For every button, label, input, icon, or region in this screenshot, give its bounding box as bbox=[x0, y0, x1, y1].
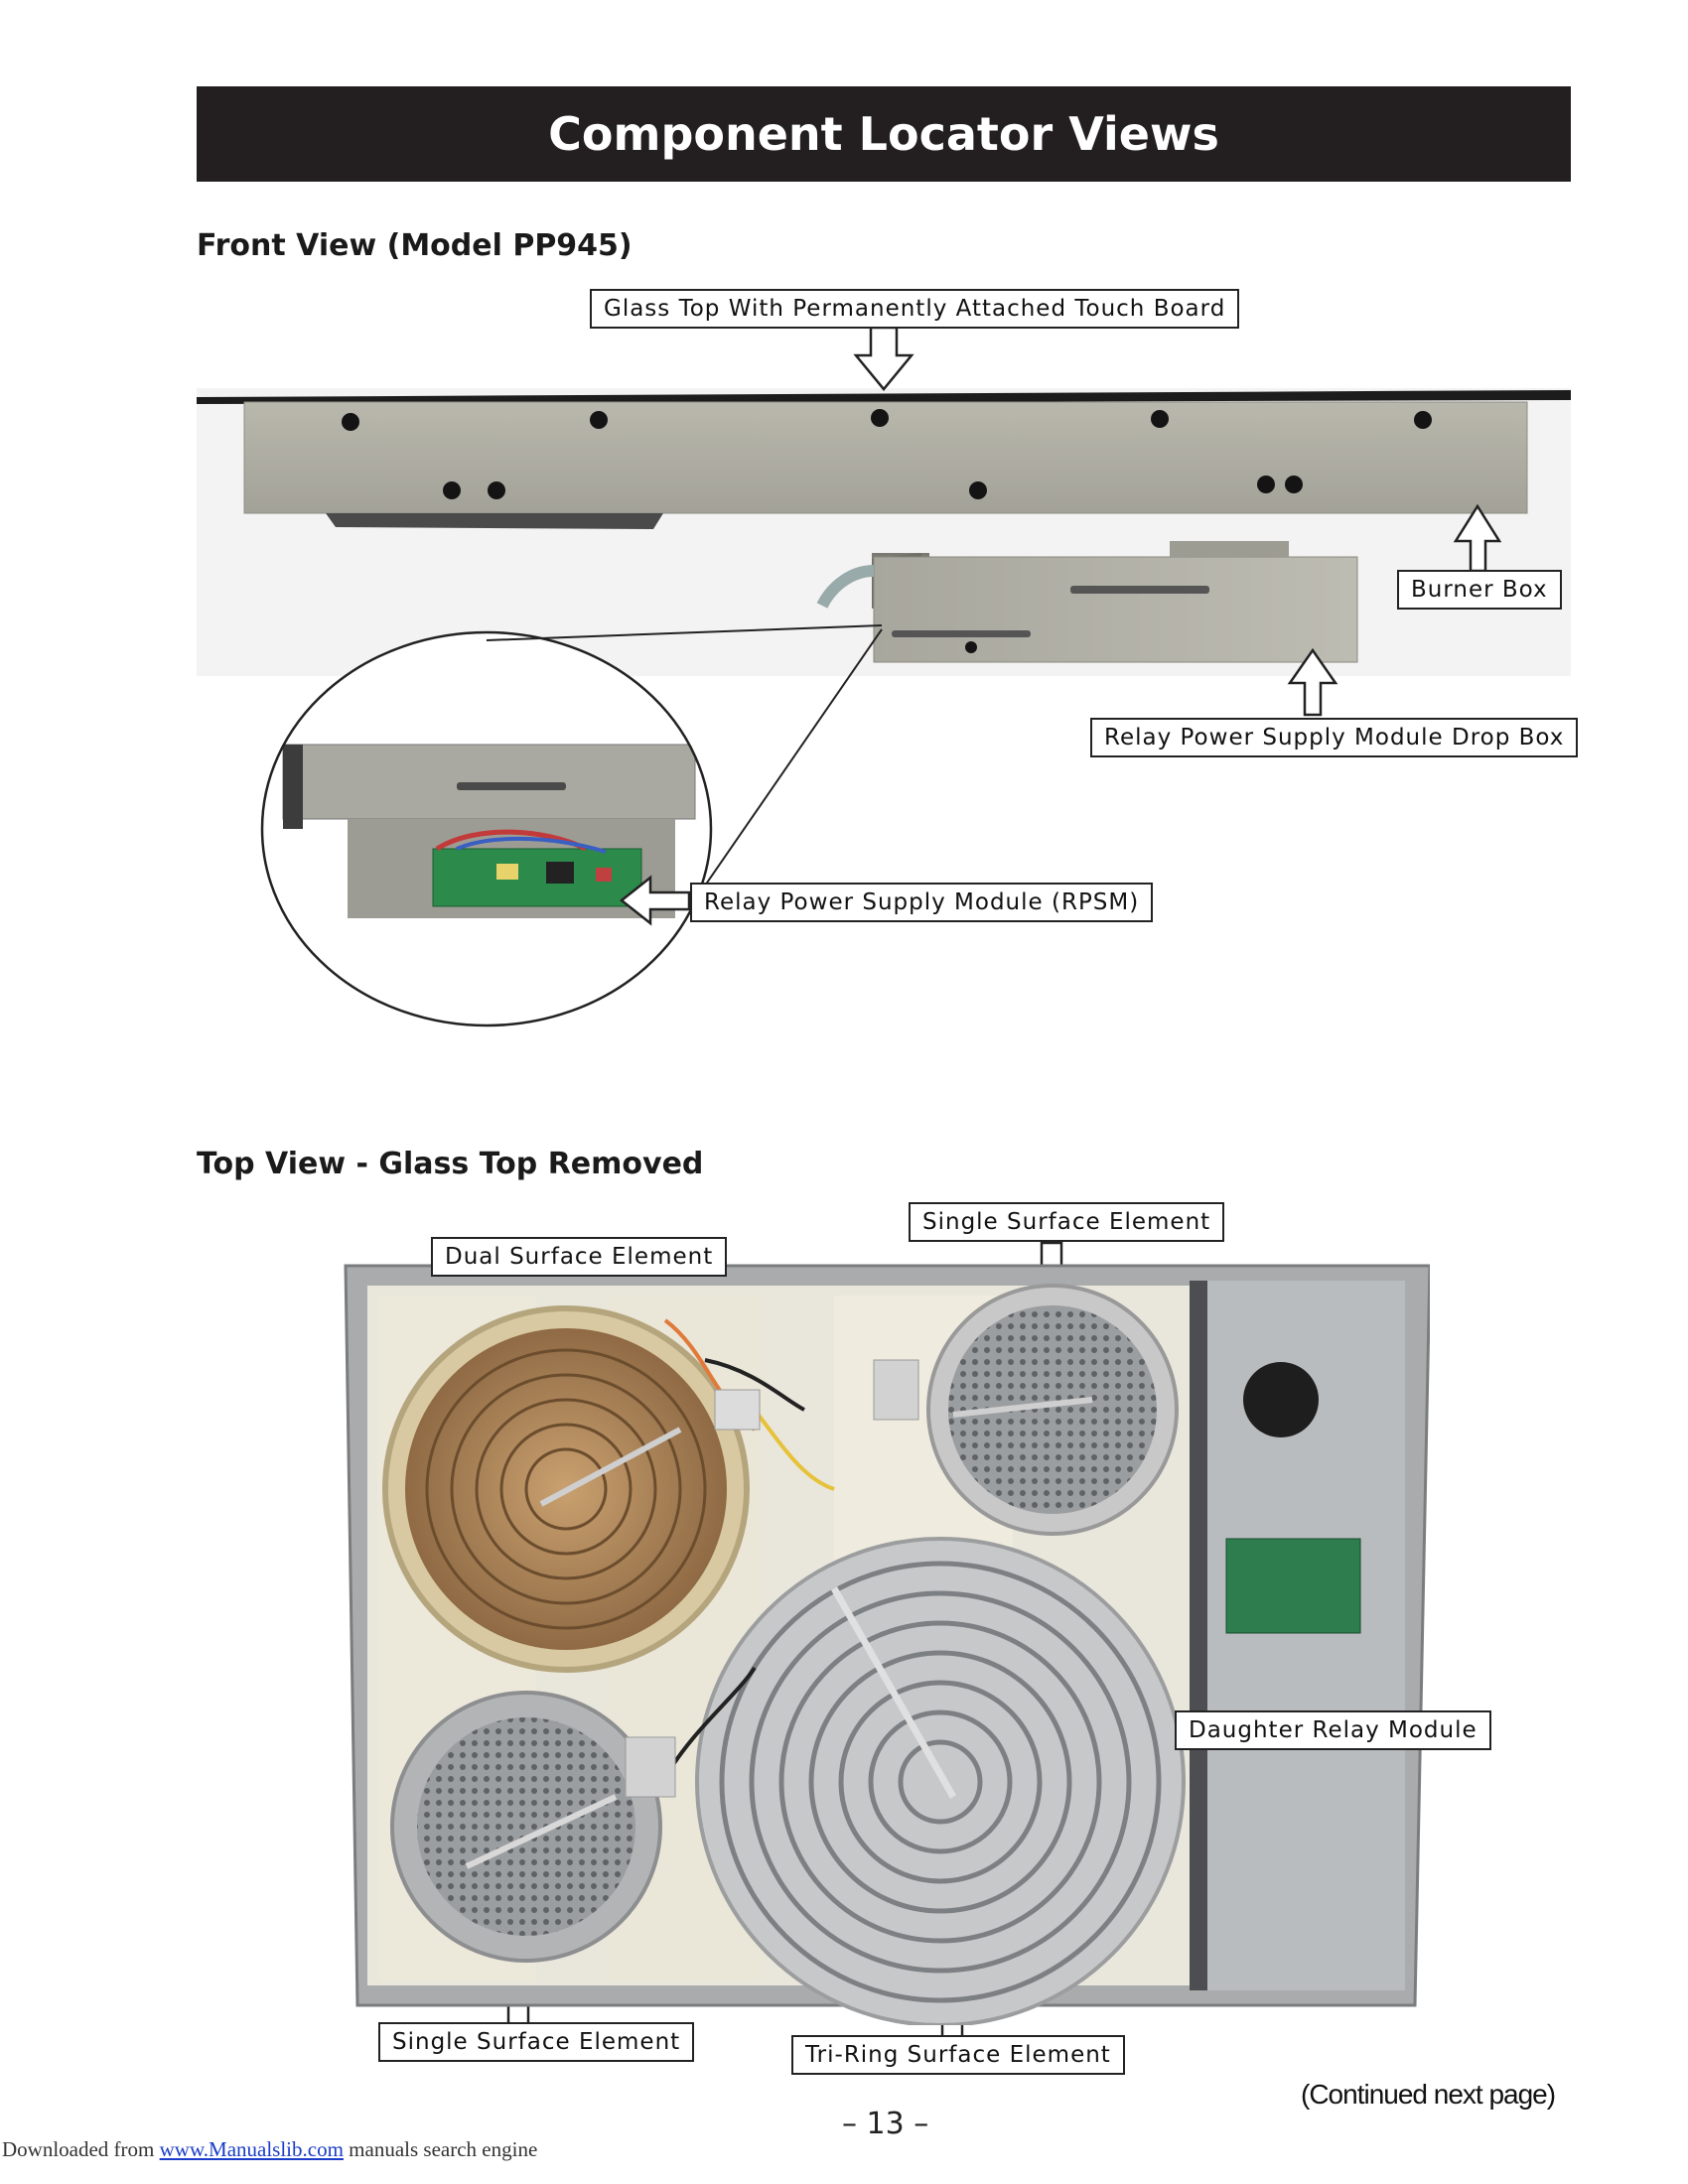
manualslib-link[interactable]: www.Manualslib.com bbox=[159, 2137, 344, 2161]
page-number: – 13 – bbox=[842, 2107, 929, 2141]
callout-single-surface-top: Single Surface Element bbox=[909, 1202, 1225, 1242]
top-view-photo bbox=[344, 1264, 1430, 2025]
footer-prefix: Downloaded from bbox=[2, 2137, 160, 2161]
continued-note: (Continued next page) bbox=[1301, 2079, 1556, 2110]
callout-tri-ring: Tri-Ring Surface Element bbox=[791, 2035, 1125, 2075]
page-header-banner: Component Locator Views bbox=[197, 86, 1571, 182]
callout-glass-top: Glass Top With Permanently Attached Touc… bbox=[590, 289, 1240, 329]
front-view-title: Front View (Model PP945) bbox=[197, 228, 633, 263]
callout-dual-surface: Dual Surface Element bbox=[431, 1237, 728, 1277]
page-header-title: Component Locator Views bbox=[548, 107, 1219, 161]
callout-drop-box: Relay Power Supply Module Drop Box bbox=[1090, 718, 1579, 757]
download-footer: Downloaded from www.Manualslib.com manua… bbox=[2, 2137, 537, 2162]
rpsm-inset-circle bbox=[260, 630, 713, 1027]
callout-daughter-relay: Daughter Relay Module bbox=[1175, 1710, 1491, 1750]
callout-single-surface-bottom: Single Surface Element bbox=[378, 2022, 695, 2062]
top-view-title: Top View - Glass Top Removed bbox=[197, 1147, 704, 1181]
front-view-photo bbox=[197, 388, 1571, 676]
callout-burner-box: Burner Box bbox=[1397, 570, 1562, 610]
footer-suffix: manuals search engine bbox=[343, 2137, 538, 2161]
callout-rpsm: Relay Power Supply Module (RPSM) bbox=[690, 883, 1154, 922]
